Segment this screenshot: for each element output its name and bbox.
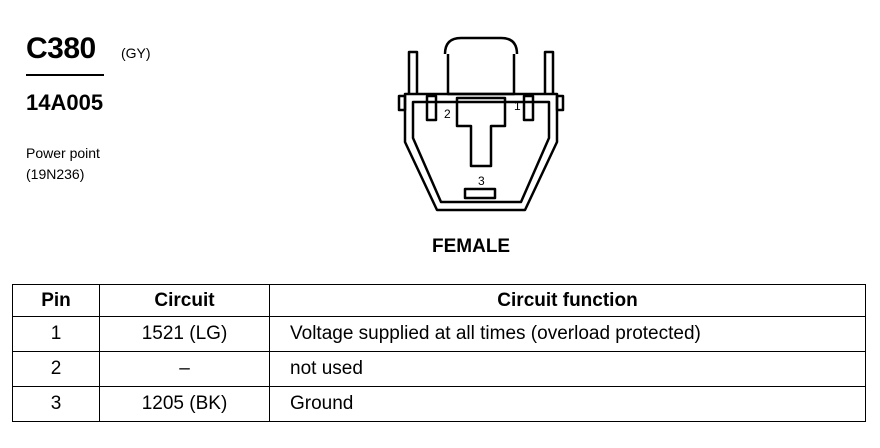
component-part-reference: (19N236) — [26, 166, 85, 182]
table-row: 1 1521 (LG) Voltage supplied at all time… — [12, 316, 866, 352]
circuit-cell: – — [99, 351, 270, 387]
table-row: 2 – not used — [12, 351, 866, 387]
circuit-cell: 1205 (BK) — [99, 386, 270, 422]
pin-3-terminal — [463, 187, 497, 200]
pin-cell: 2 — [12, 351, 100, 387]
connector-housing — [397, 36, 565, 212]
function-cell: not used — [269, 351, 866, 387]
table-row: 3 1205 (BK) Ground — [12, 386, 866, 422]
pin-cell: 3 — [12, 386, 100, 422]
header-pin: Pin — [12, 284, 100, 317]
part-number: 14A005 — [26, 90, 104, 115]
pin-terminals — [425, 94, 535, 200]
circuit-cell: 1521 (LG) — [99, 316, 270, 352]
pin-label-2: 2 — [444, 107, 451, 121]
pin-1-terminal — [522, 94, 535, 122]
connector-color-code: (GY) — [121, 45, 151, 61]
table-header-row: Pin Circuit Circuit function — [12, 284, 866, 317]
function-cell: Voltage supplied at all times (overload … — [269, 316, 866, 352]
connector-gender-label: FEMALE — [432, 236, 511, 257]
pin-label-3: 3 — [478, 174, 485, 188]
pin-cell: 1 — [12, 316, 100, 352]
connector-id: C380 — [26, 32, 96, 65]
header-circuit-function: Circuit function — [269, 284, 866, 317]
pin-2-terminal — [425, 94, 438, 122]
component-description: Power point — [26, 145, 100, 161]
title-underline — [26, 74, 104, 76]
pin-label-1: 1 — [514, 99, 521, 113]
header-circuit: Circuit — [99, 284, 270, 317]
center-key — [455, 96, 507, 168]
function-cell: Ground — [269, 386, 866, 422]
pin-circuit-table: Pin Circuit Circuit function 1 1521 (LG)… — [12, 284, 866, 422]
connector-face-diagram: 2 1 3 — [397, 36, 565, 212]
